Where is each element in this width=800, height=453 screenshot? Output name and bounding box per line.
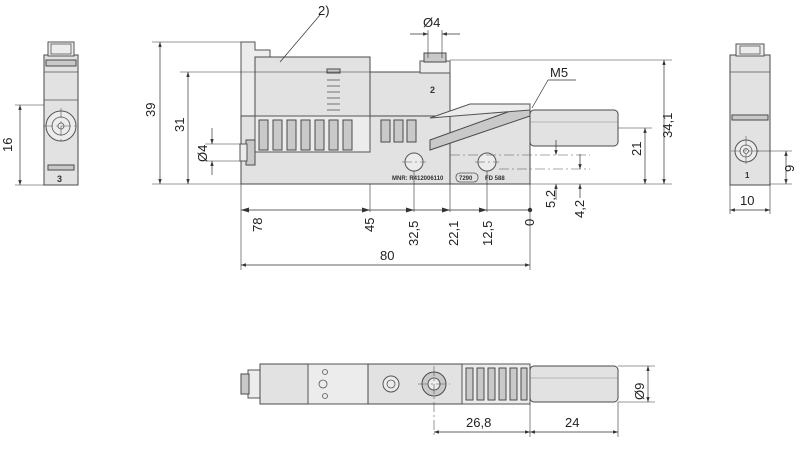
dim-x-22-1: 22,1	[446, 221, 461, 246]
right-side-view: 1 9 10	[729, 43, 797, 214]
dim-height-total: 39	[143, 103, 158, 117]
side-mark-right: 1	[745, 171, 750, 180]
nameplate-material-no: MNR: R412006110	[392, 176, 444, 182]
dim-bottom-dia: Ø9	[632, 383, 647, 400]
left-side-view: 3 16	[0, 41, 79, 186]
dim-x-32-5: 32,5	[406, 221, 421, 246]
dim-left-height: 16	[0, 138, 15, 152]
dim-height-body: 31	[172, 118, 187, 132]
dim-x-78: 78	[250, 218, 265, 232]
thread-callout: M5	[550, 65, 568, 80]
dim-height-right-body: 21	[629, 142, 644, 156]
side-mark-left: 3	[57, 174, 62, 184]
dim-dia-left: Ø4	[195, 145, 210, 162]
dim-right-height: 9	[782, 165, 797, 172]
nameplate-code: 7290	[459, 176, 473, 182]
note-callout: 2)	[318, 3, 330, 18]
dim-bottom-len-a: 26,8	[466, 415, 491, 430]
dim-right-width: 10	[740, 193, 754, 208]
dim-x-45: 45	[362, 218, 377, 232]
dim-x-12-5: 12,5	[480, 221, 495, 246]
front-view: 2 MNR: R412006110 7290 FD 588	[143, 3, 675, 270]
bottom-view: 26,8 24 Ø9	[240, 363, 655, 437]
dim-offset-a: 5,2	[543, 190, 558, 208]
port-number-label: 2	[430, 85, 435, 95]
dim-dia-top: Ø4	[423, 15, 440, 30]
dim-bottom-len-b: 24	[565, 415, 579, 430]
dim-offset-b: 4,2	[572, 200, 587, 218]
nameplate-model: FD 588	[485, 176, 505, 182]
dim-height-right-total: 34,1	[660, 113, 675, 138]
dim-x-0: 0	[522, 219, 537, 226]
dim-length-total: 80	[380, 248, 394, 263]
